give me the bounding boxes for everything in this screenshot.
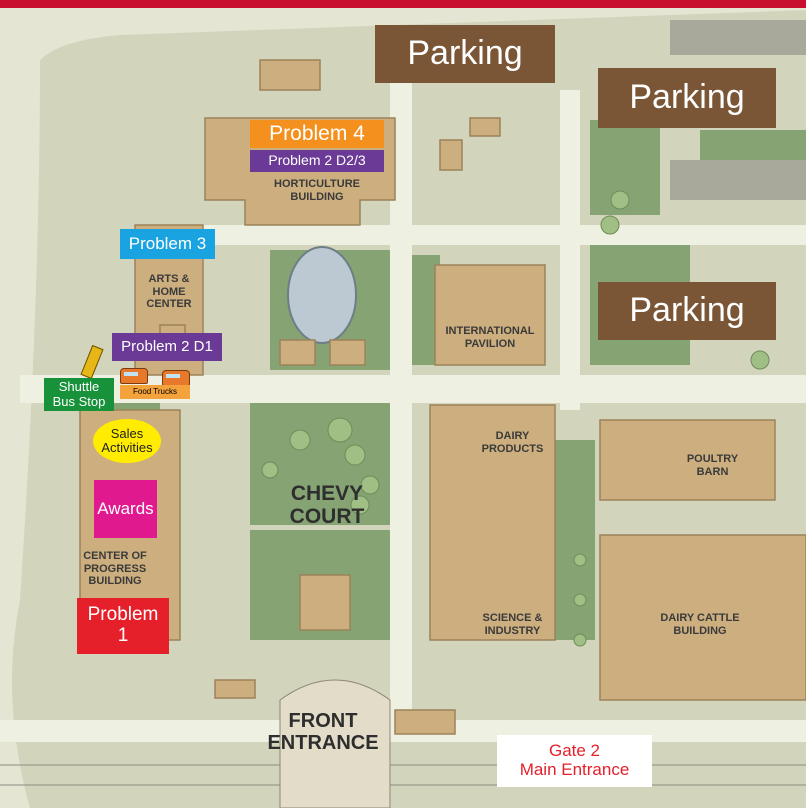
problem-3-label: Problem 3 <box>120 229 215 259</box>
center-of-progress-label: CENTER OF PROGRESS BUILDING <box>83 550 147 588</box>
international-pavilion-label: INTERNATIONAL PAVILION <box>445 325 535 350</box>
problem-2-d23-label: Problem 2 D2/3 <box>250 150 384 172</box>
problem-4-label: Problem 4 <box>250 120 384 148</box>
problem-1-label: Problem 1 <box>77 598 169 654</box>
gate-2-label: Gate 2 Main Entrance <box>497 735 652 787</box>
parking-label: Parking <box>598 68 776 128</box>
problem-2-d1-label: Problem 2 D1 <box>112 333 222 361</box>
front-entrance-label: FRONT ENTRANCE <box>267 710 379 754</box>
food-trucks-label: Food Trucks <box>120 385 190 399</box>
parking-label: Parking <box>375 25 555 83</box>
parking-label: Parking <box>598 282 776 340</box>
food-truck-icon <box>120 368 148 384</box>
poultry-barn-label: POULTRY BARN <box>686 453 739 478</box>
top-red-bar <box>0 0 806 8</box>
arts-home-center-label: ARTS & HOME CENTER <box>146 273 192 311</box>
chevy-court-label: CHEVY COURT <box>289 482 365 529</box>
horticulture-building-label: HORTICULTURE BUILDING <box>274 178 360 203</box>
sales-activities-label: Sales Activities <box>93 419 161 463</box>
dairy-products-label: DAIRY PRODUCTS <box>481 430 544 455</box>
shuttle-bus-stop-label: Shuttle Bus Stop <box>44 378 114 411</box>
science-industry-label: SCIENCE & INDUSTRY <box>482 612 543 637</box>
dairy-cattle-label: DAIRY CATTLE BUILDING <box>660 612 740 637</box>
awards-label: Awards <box>94 480 157 538</box>
food-truck-icon <box>162 370 190 386</box>
